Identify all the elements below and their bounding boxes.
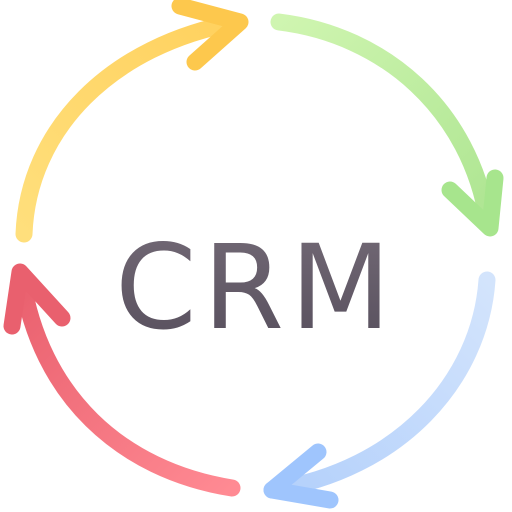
red-cycle-arrow-icon: [3, 263, 241, 497]
green-cycle-arrow-icon: [270, 13, 504, 237]
yellow-cycle-arrow-icon: [15, 0, 249, 243]
crm-wordmark: CRM: [115, 219, 397, 356]
blue-cycle-arrow-icon: [263, 271, 496, 509]
